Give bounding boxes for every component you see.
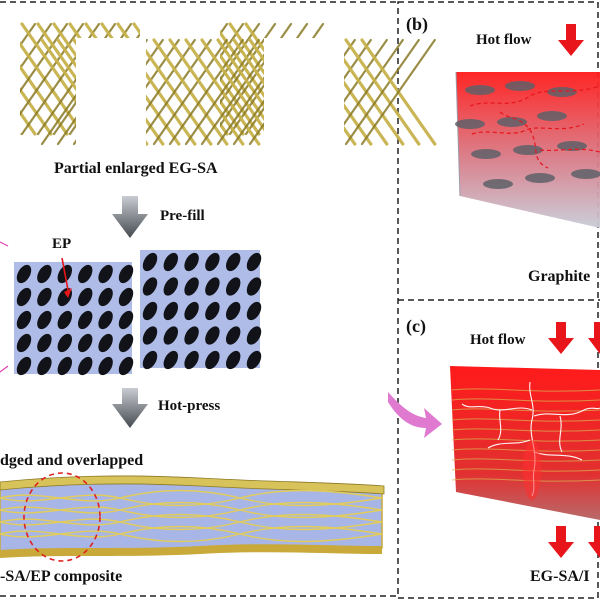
eg-sa-ep-mesh xyxy=(14,250,262,376)
transition-arrow xyxy=(388,392,442,438)
ep-pointer xyxy=(61,257,69,291)
composite-block xyxy=(450,366,600,520)
composite-layer xyxy=(0,475,385,558)
panel-b-tag: (b) xyxy=(406,14,428,34)
panel-b-caption: Graphite xyxy=(528,268,591,285)
graphite-block xyxy=(455,71,600,228)
callout-line-4 xyxy=(0,365,9,373)
label-overlapped: dged and overlapped xyxy=(0,452,144,469)
panel-c-hot-flow: Hot flow xyxy=(470,332,526,348)
label-partial-enlarged: Partial enlarged EG-SA xyxy=(54,160,218,177)
callout-line-3 xyxy=(0,241,9,247)
out-flow-arrow-c xyxy=(548,526,574,558)
label-prefill: Pre-fill xyxy=(160,208,205,224)
hot-flow-arrow-c2 xyxy=(588,322,600,354)
highlight-circle xyxy=(23,472,101,562)
hot-flow-arrow-b xyxy=(558,24,584,56)
out-flow-arrow-c2 xyxy=(588,526,600,558)
panel-c-tag: (c) xyxy=(406,316,426,336)
label-ep: EP xyxy=(52,236,72,252)
panel-c-caption: EG-SA/I xyxy=(530,568,590,585)
label-composite: -SA/EP composite xyxy=(0,568,123,585)
hot-flow-arrow-c xyxy=(548,322,574,354)
label-hotpress: Hot-press xyxy=(158,398,221,414)
process-arrow-hotpress xyxy=(112,388,148,428)
process-arrow-prefill xyxy=(112,196,148,238)
panel-b-hot-flow: Hot flow xyxy=(476,32,532,48)
ep-pointer-head xyxy=(64,288,72,298)
eg-sa-mesh xyxy=(0,22,437,146)
